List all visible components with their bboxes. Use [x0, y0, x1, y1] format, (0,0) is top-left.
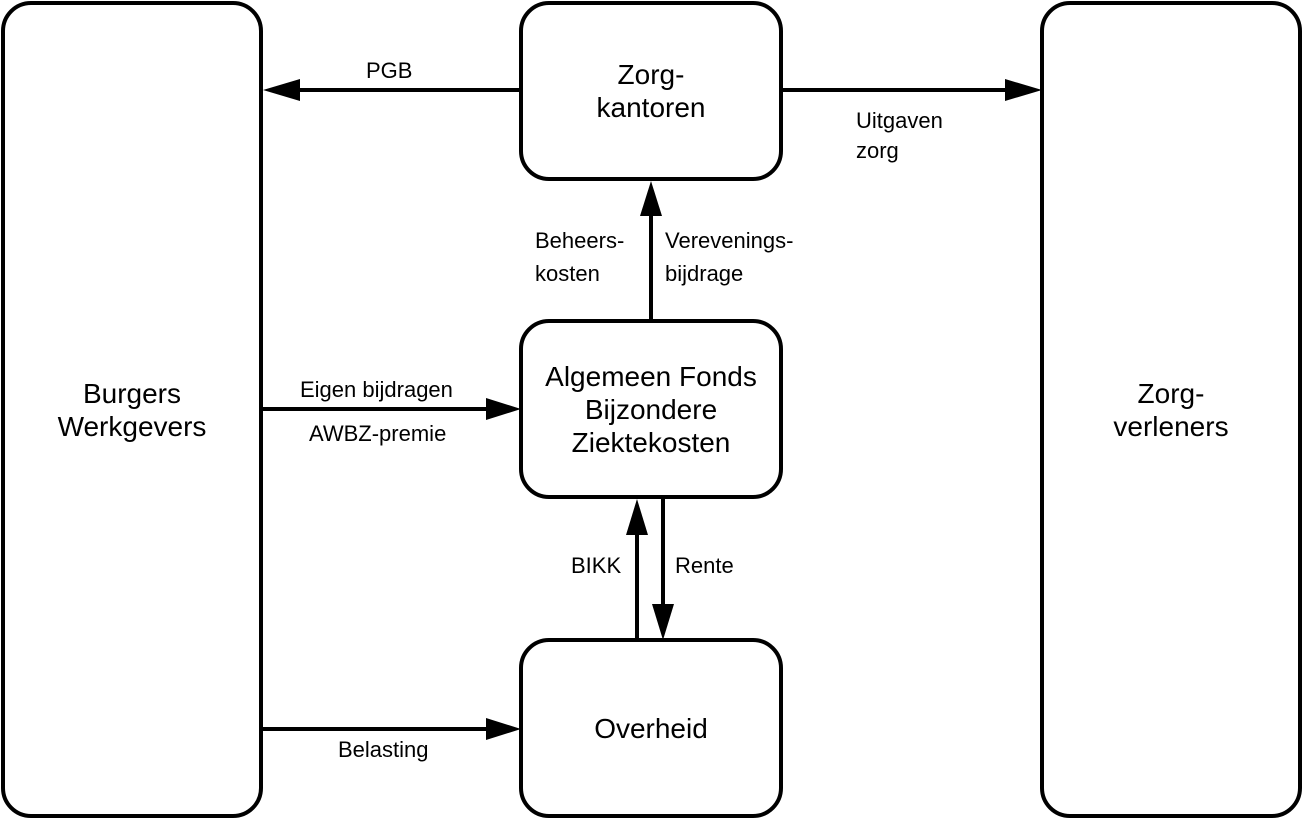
flow-label-belasting: Belasting — [338, 737, 429, 762]
node-zorgverleners-label: Zorg- verleners — [1113, 377, 1228, 443]
node-zorgverleners-line-1: Zorg- — [1137, 377, 1205, 409]
node-fonds-label: Algemeen Fonds Bijzondere Ziektekosten — [545, 360, 757, 459]
flow-label-beheers-line-1: Beheers- — [535, 228, 625, 253]
node-zorgverleners-line-2: verleners — [1113, 410, 1229, 442]
flow-label-awbz-premie: AWBZ-premie — [309, 421, 447, 446]
rente-arrowhead — [652, 604, 674, 640]
node-zorgkantoren-line-2: kantoren — [596, 92, 706, 123]
flow-label-vereveningsbijdrage: Verevenings- bijdrage — [665, 224, 793, 290]
node-burgers-label: Burgers Werkgevers — [58, 377, 207, 443]
pgb-arrowhead — [263, 79, 300, 101]
flow-label-uitgaven-line-1: Uitgaven — [856, 108, 943, 133]
flow-label-bikk: BIKK — [571, 553, 622, 578]
node-burgers-line-2: Werkgevers — [57, 410, 207, 442]
node-zorgverleners: Zorg- verleners — [1040, 1, 1302, 818]
bikk-arrowhead — [626, 499, 648, 535]
flow-label-verevening-line-2: bijdrage — [665, 261, 744, 286]
verevening-arrowhead — [640, 181, 662, 216]
node-burgers-line-1: Burgers — [82, 377, 182, 409]
flow-label-eigen-bijdragen: Eigen bijdragen — [300, 377, 453, 402]
node-overheid-label: Overheid — [594, 712, 708, 745]
node-zorgkantoren: Zorg- kantoren — [519, 1, 783, 181]
node-overheid-line-1: Overheid — [594, 712, 708, 744]
eigen-bijdragen-arrowhead — [486, 398, 521, 420]
node-zorgkantoren-label: Zorg- kantoren — [597, 58, 706, 124]
flow-label-beheers-line-2: kosten — [535, 261, 600, 286]
node-overheid: Overheid — [519, 638, 783, 818]
node-fonds-line-2: Bijzondere — [584, 393, 718, 425]
node-burgers-werkgevers: Burgers Werkgevers — [1, 1, 263, 818]
node-fonds-line-3: Ziektekosten — [571, 426, 731, 458]
uitgaven-arrowhead — [1005, 79, 1042, 101]
belasting-arrowhead — [486, 718, 521, 740]
flow-label-uitgaven: Uitgaven zorg — [856, 106, 943, 166]
node-fonds-line-1: Algemeen Fonds — [545, 360, 757, 392]
node-algemeen-fonds: Algemeen Fonds Bijzondere Ziektekosten — [519, 319, 783, 499]
flow-label-uitgaven-line-2: zorg — [856, 138, 899, 163]
flow-label-beheerskosten: Beheers- kosten — [535, 224, 624, 290]
flow-label-rente: Rente — [675, 553, 734, 578]
node-zorgkantoren-line-1: Zorg- — [617, 59, 685, 90]
flow-label-verevening-line-1: Verevenings- — [665, 228, 794, 253]
flow-label-pgb: PGB — [366, 58, 413, 83]
